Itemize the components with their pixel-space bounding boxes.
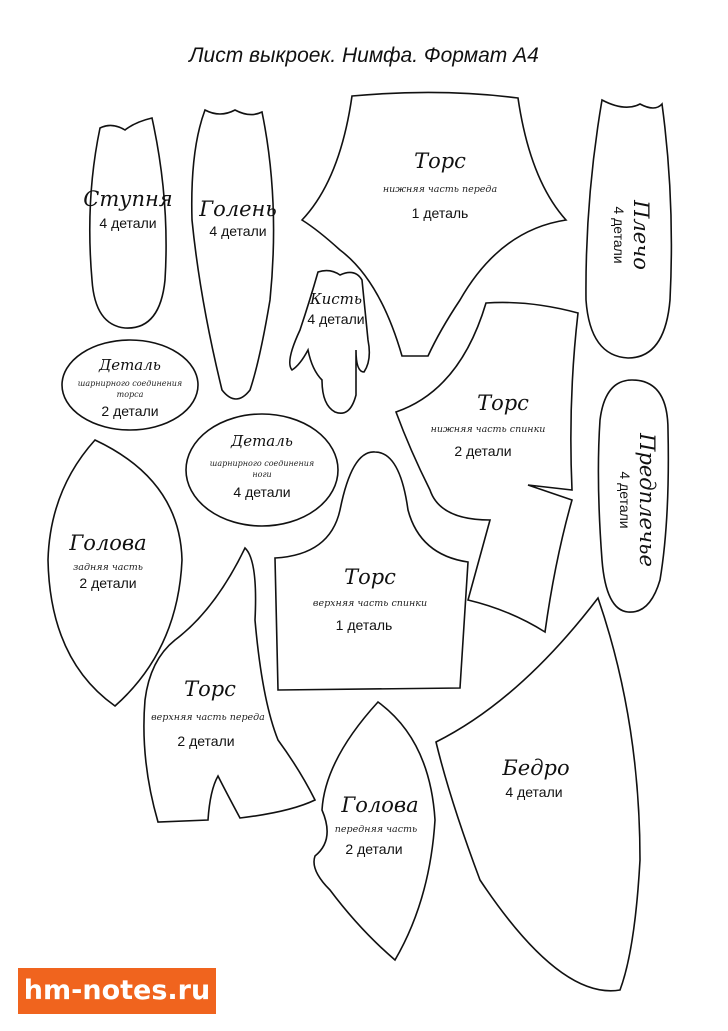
piece-name: Деталь — [230, 432, 293, 450]
piece-subtitle: верхняя часть переда — [151, 712, 265, 723]
piece-count: 4 детали — [617, 471, 633, 528]
piece-count: 2 детали — [454, 443, 511, 459]
piece-name: Торс — [414, 149, 466, 173]
piece-subtitle: шарнирного соединения — [78, 379, 182, 388]
piece-forearm: Предплечье 4 детали — [597, 379, 670, 613]
piece-count: 2 детали — [79, 575, 136, 591]
piece-count: 4 детали — [233, 484, 290, 500]
piece-name: Кисть — [309, 290, 362, 308]
piece-name: Торс — [477, 391, 529, 415]
piece-subtitle: передняя часть — [335, 824, 417, 835]
piece-subtitle: нижняя часть переда — [383, 184, 498, 195]
piece-subtitle-2: ноги — [252, 470, 271, 479]
piece-count: 1 деталь — [412, 205, 469, 221]
piece-subtitle: задняя часть — [73, 562, 143, 573]
piece-name: Бедро — [501, 756, 569, 780]
piece-count: 4 детали — [307, 311, 364, 327]
piece-joint-torso: Деталь шарнирного соединения торса 2 дет… — [61, 339, 199, 431]
piece-torso-back-upper: Торс верхняя часть спинки 1 деталь — [274, 451, 469, 691]
piece-name: Плечо — [629, 199, 653, 270]
piece-count: 2 детали — [177, 733, 234, 749]
piece-torso-front-upper: Торс верхняя часть переда 2 детали — [143, 546, 317, 823]
piece-count: 4 детали — [99, 215, 156, 231]
piece-name: Голень — [198, 197, 277, 221]
piece-count: 1 деталь — [336, 617, 393, 633]
piece-subtitle-2: торса — [117, 390, 144, 399]
piece-subtitle: нижняя часть спинки — [431, 424, 546, 435]
piece-head-front: Голова передняя часть 2 детали — [313, 700, 436, 962]
sheet-title: Лист выкроек. Нимфа. Формат А4 — [189, 44, 539, 67]
piece-hand: Кисть 4 детали — [289, 269, 371, 414]
piece-shin: Голень 4 детали — [190, 108, 277, 400]
piece-count: 2 детали — [345, 841, 402, 857]
piece-name: Предплечье — [635, 432, 659, 567]
piece-count: 2 детали — [101, 403, 158, 419]
piece-subtitle: шарнирного соединения — [210, 459, 314, 468]
piece-count: 4 детали — [505, 784, 562, 800]
piece-torso-front-lower: Торс нижняя часть переда 1 деталь — [300, 91, 568, 357]
watermark-logo: hm-notes.ru — [18, 968, 216, 1014]
piece-name: Голова — [340, 793, 418, 817]
piece-name: Торс — [184, 677, 236, 701]
piece-thigh: Бедро 4 детали — [435, 596, 641, 992]
piece-count: 4 детали — [611, 206, 627, 263]
piece-name: Деталь — [98, 356, 161, 374]
piece-count: 4 детали — [209, 223, 266, 239]
piece-name: Голова — [68, 531, 146, 555]
piece-shoulder: Плечо 4 детали — [585, 98, 673, 359]
piece-name: Ступня — [83, 187, 172, 211]
piece-head-back: Голова задняя часть 2 детали — [47, 439, 183, 708]
piece-torso-back-lower: Торс нижняя часть спинки 2 детали — [394, 301, 579, 634]
piece-joint-leg: Деталь шарнирного соединения ноги 4 дета… — [185, 413, 339, 527]
piece-subtitle: верхняя часть спинки — [313, 598, 427, 609]
piece-foot: Ступня 4 детали — [83, 117, 173, 329]
piece-name: Торс — [344, 565, 396, 589]
